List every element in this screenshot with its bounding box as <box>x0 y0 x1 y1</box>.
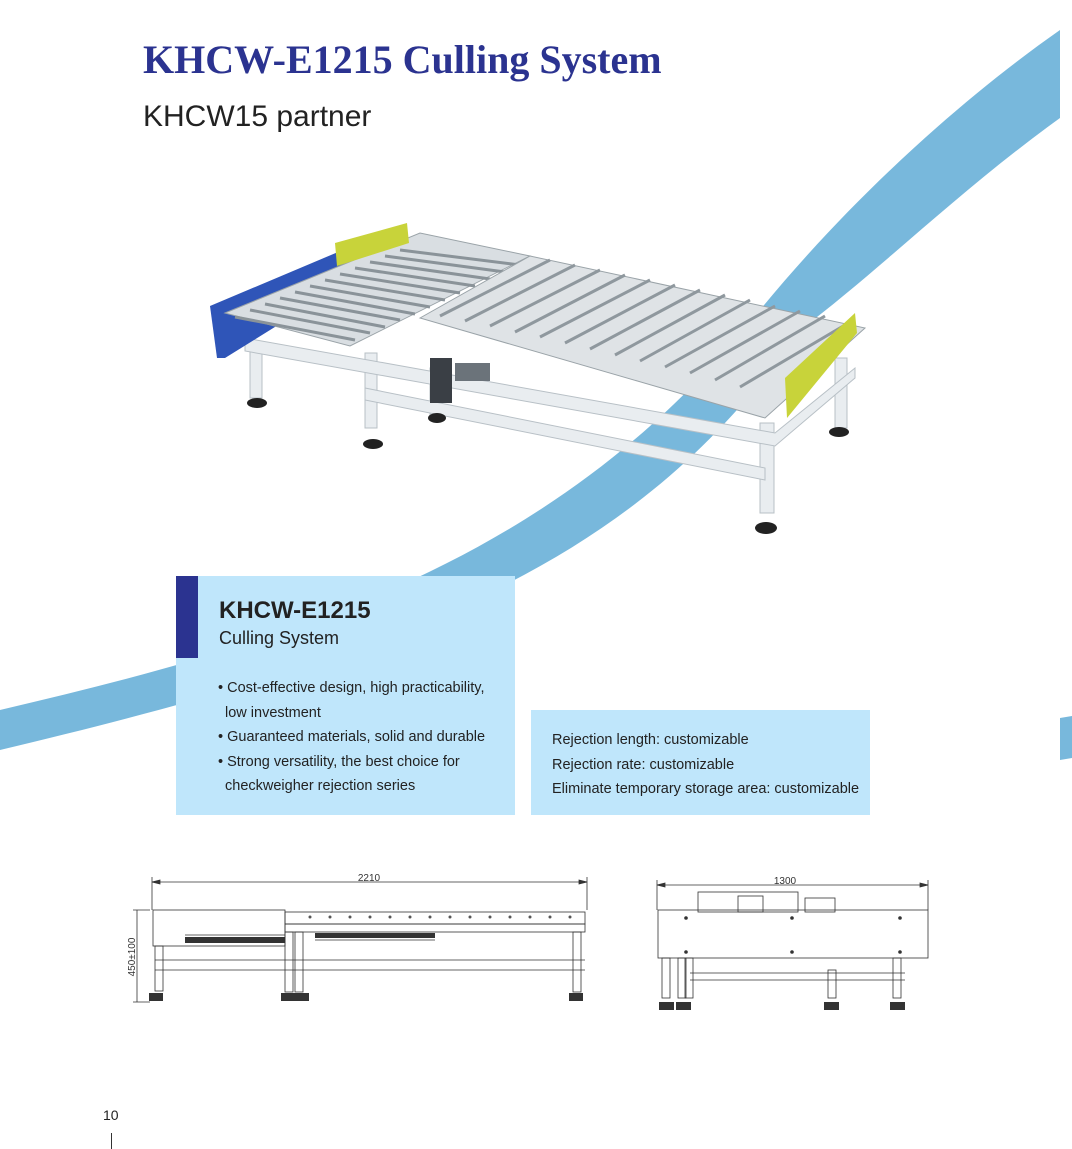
feature-item: • Guaranteed materials, solid and durabl… <box>218 729 486 745</box>
page-title: KHCW-E1215 Culling System <box>143 37 662 82</box>
info-card <box>176 576 515 815</box>
spec-card <box>531 710 870 815</box>
page-subtitle: KHCW15 partner <box>143 100 372 133</box>
feature-list: • Cost-effective design, high practicabi… <box>218 676 508 799</box>
model-description: Culling System <box>219 628 340 648</box>
spec-rejection-length: Rejection length: customizable <box>552 732 749 748</box>
spec-storage-area: Eliminate temporary storage area: custom… <box>552 781 860 797</box>
front-view-drawing: 1300 <box>656 876 929 1010</box>
page-number: 10 <box>103 1107 119 1123</box>
conveyor-illustration <box>210 223 867 534</box>
model-name: KHCW-E1215 <box>219 597 371 624</box>
feature-item: • Cost-effective design, high practicabi… <box>218 680 485 696</box>
spec-rejection-rate: Rejection rate: customizable <box>552 756 735 773</box>
info-card-accent-bar <box>176 576 198 658</box>
spec-list: Rejection length: customizable Rejection… <box>552 728 859 802</box>
side-view-drawing: 2210 450±100 <box>127 873 588 1003</box>
page-number-tick <box>111 1133 112 1149</box>
side-length-label: 2210 <box>358 873 381 884</box>
feature-item: low investment <box>225 704 321 721</box>
feature-item: checkweigher rejection series <box>225 778 416 794</box>
feature-item: • Strong versatility, the best choice fo… <box>218 753 460 770</box>
front-width-label: 1300 <box>774 876 797 887</box>
side-height-label: 450±100 <box>127 937 138 976</box>
